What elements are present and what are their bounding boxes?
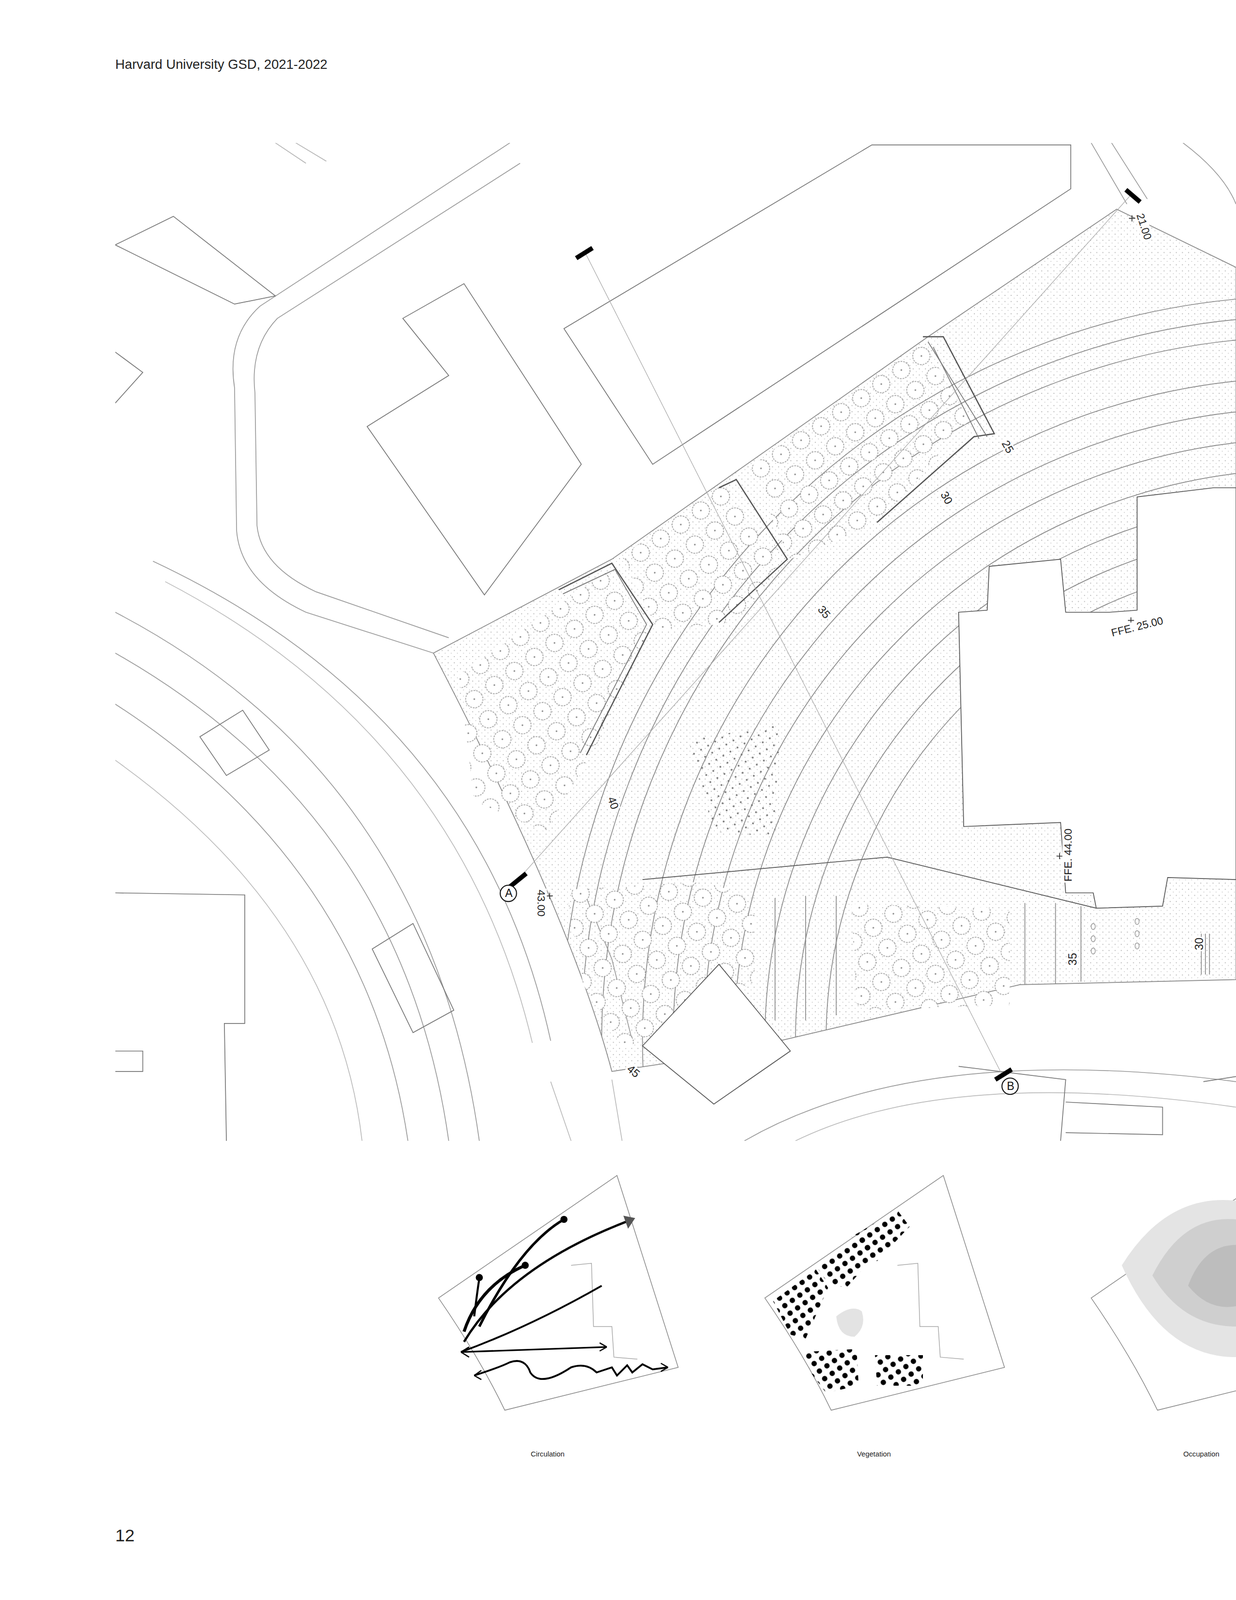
contour-label: 35	[1067, 951, 1079, 967]
diagram-caption: Occupation	[1183, 1450, 1220, 1458]
section-letter: A	[505, 887, 513, 900]
running-header: Harvard University GSD, 2021-2022	[115, 57, 328, 71]
section-marker: A	[500, 885, 518, 903]
section-marker: B	[1001, 1077, 1020, 1095]
diagram-caption: Circulation	[530, 1450, 565, 1458]
spot-elevation: 43.00	[536, 888, 547, 918]
page-number: 12	[115, 1526, 135, 1545]
diagram-caption: Vegetation	[856, 1450, 891, 1458]
floor-elevation: FFE. 44.00	[1062, 827, 1074, 883]
section-letter: B	[1006, 1080, 1015, 1093]
contour-label: 30	[1193, 936, 1205, 951]
